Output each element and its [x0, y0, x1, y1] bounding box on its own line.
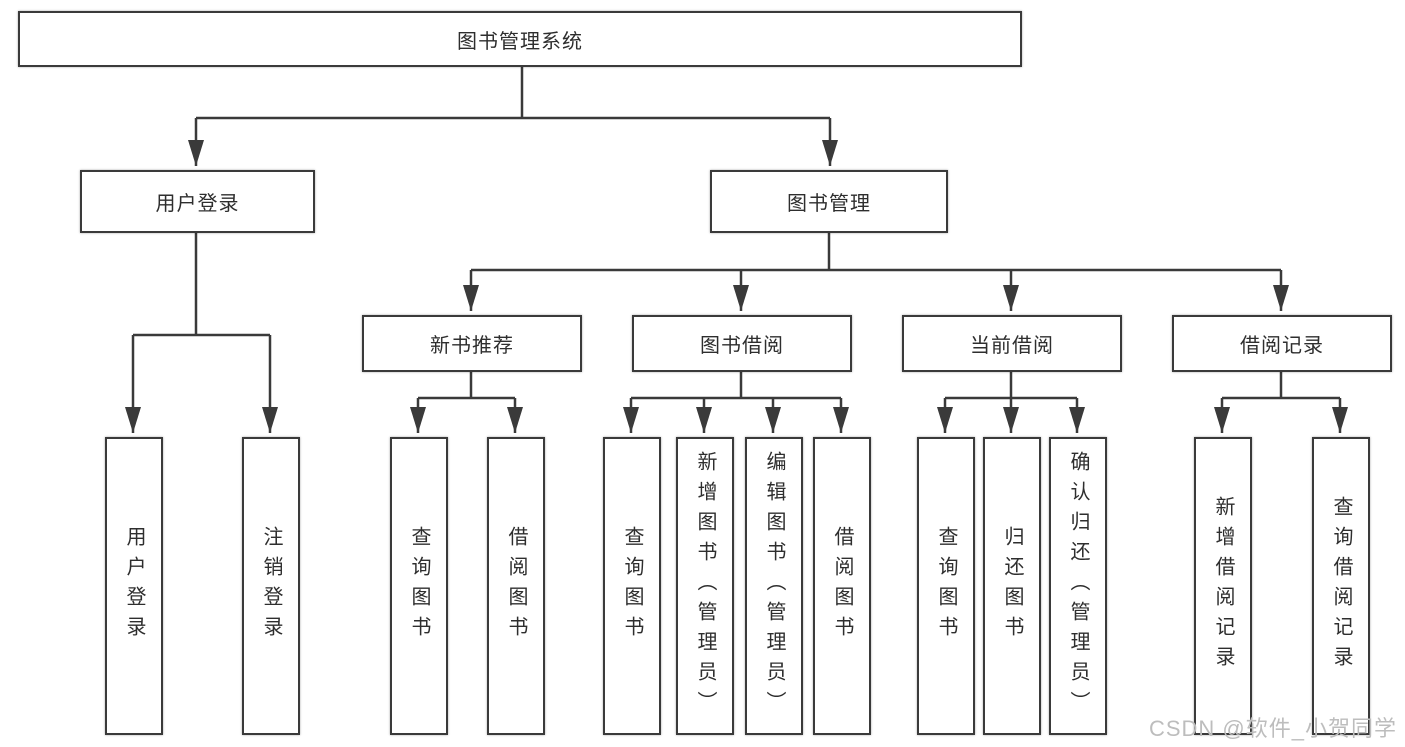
leaf-confirm-return-admin: 确认归还（管理员） [1049, 437, 1107, 735]
leaf-user-login: 用户登录 [105, 437, 163, 735]
connector-new-book-group [410, 370, 523, 433]
csdn-watermark: CSDN @软件_小贺同学 [1148, 716, 1397, 741]
node-book-management: 图书管理 [710, 170, 948, 233]
leaf-query-books-1: 查询图书 [390, 437, 448, 735]
node-library-management-system: 图书管理系统 [18, 11, 1022, 67]
node-book-borrowing: 图书借阅 [632, 315, 852, 372]
node-user-login: 用户登录 [80, 170, 315, 233]
node-borrowing-records: 借阅记录 [1172, 315, 1392, 372]
leaf-query-books-3: 查询图书 [917, 437, 975, 735]
leaf-borrow-books-2: 借阅图书 [813, 437, 871, 735]
connector-current-borrow-group [937, 370, 1085, 433]
connector-book-mgmt-to-level3 [463, 233, 1289, 311]
leaf-edit-book-admin: 编辑图书（管理员） [745, 437, 803, 735]
leaf-add-book-admin: 新增图书（管理员） [676, 437, 734, 735]
leaf-query-borrow-record: 查询借阅记录 [1312, 437, 1370, 735]
leaf-logout: 注销登录 [242, 437, 300, 735]
leaf-query-books-2: 查询图书 [603, 437, 661, 735]
leaf-add-borrow-record: 新增借阅记录 [1194, 437, 1252, 735]
leaf-borrow-books-1: 借阅图书 [487, 437, 545, 735]
connector-borrow-record-group [1214, 370, 1348, 433]
leaf-return-books: 归还图书 [983, 437, 1041, 735]
node-current-borrowing: 当前借阅 [902, 315, 1122, 372]
node-new-book-recommendation: 新书推荐 [362, 315, 582, 372]
connector-book-borrow-group [623, 370, 849, 433]
connector-root-to-level2 [188, 63, 838, 166]
connector-user-login-to-leaves [125, 233, 278, 433]
